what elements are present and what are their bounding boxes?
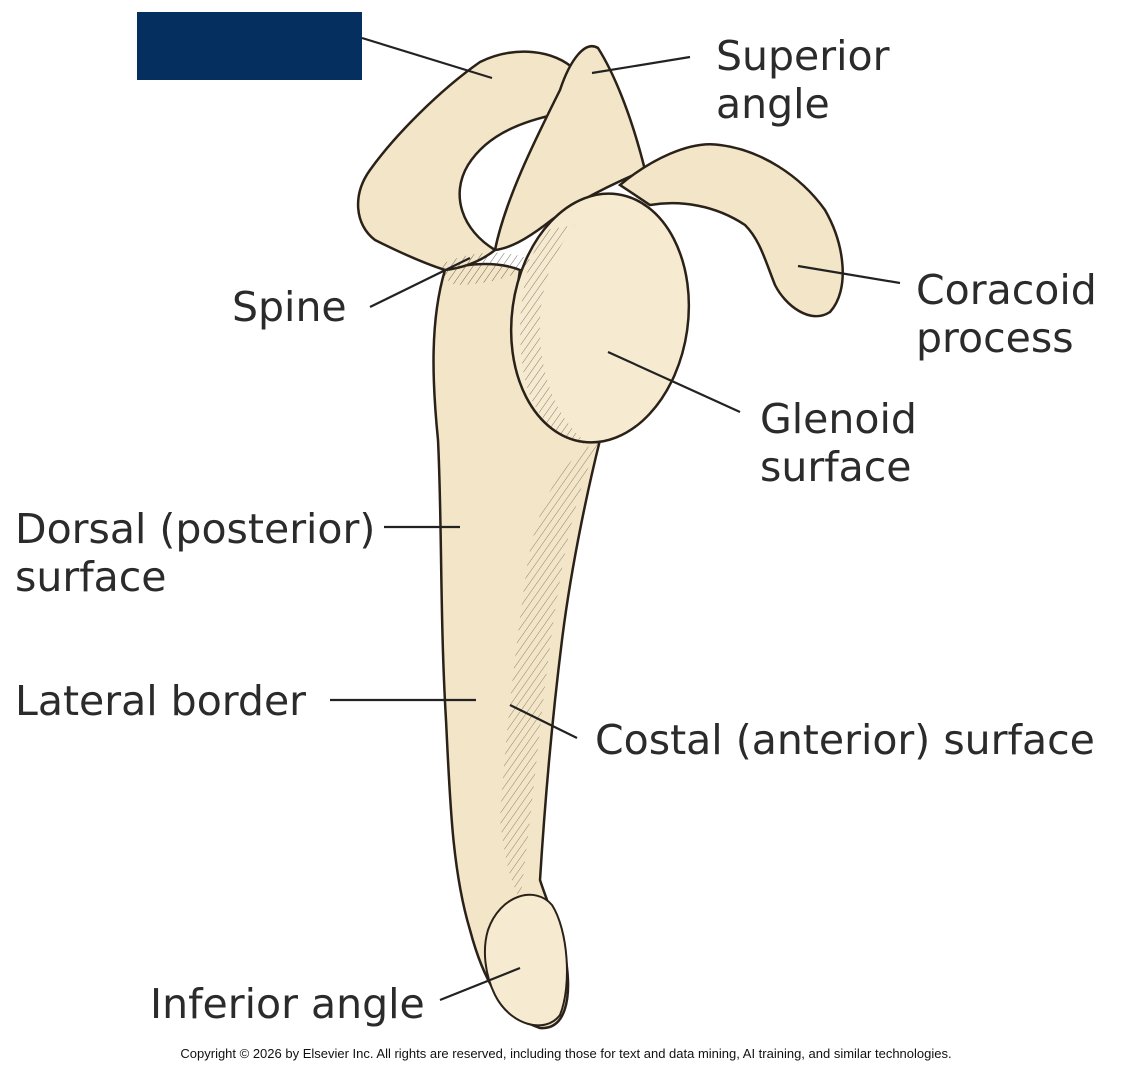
leader-lines [330, 36, 901, 1002]
leader-inferior [439, 966, 521, 1002]
copyright-notice: Copyright © 2026 by Elsevier Inc. All ri… [180, 1046, 952, 1061]
glenoid-rim-shading [520, 225, 590, 445]
label-glenoid-surface: Glenoid surface [760, 395, 917, 491]
leader-superior-angle [591, 55, 691, 75]
label-costal-surface: Costal (anterior) surface [595, 716, 1095, 764]
coracoid-shape [617, 142, 844, 318]
label-coracoid-process: Coracoid process [916, 266, 1097, 362]
hidden-label-box [137, 12, 362, 80]
leader-costal [509, 704, 578, 739]
label-dorsal-surface: Dorsal (posterior) surface [15, 505, 376, 601]
label-inferior-angle: Inferior angle [150, 980, 425, 1028]
leader-coracoid [797, 264, 901, 285]
label-spine: Spine [232, 283, 347, 331]
costal-shading [500, 440, 600, 900]
label-superior-angle: Superior angle [716, 32, 890, 128]
acromion-shape [356, 50, 585, 272]
leader-glenoid [607, 350, 741, 414]
leader-spine [369, 257, 471, 308]
leader-hidden-label [361, 36, 493, 80]
label-lateral-border: Lateral border [15, 677, 307, 725]
superior-angle-shape [493, 45, 647, 252]
inferior-angle-shape [483, 893, 568, 1027]
